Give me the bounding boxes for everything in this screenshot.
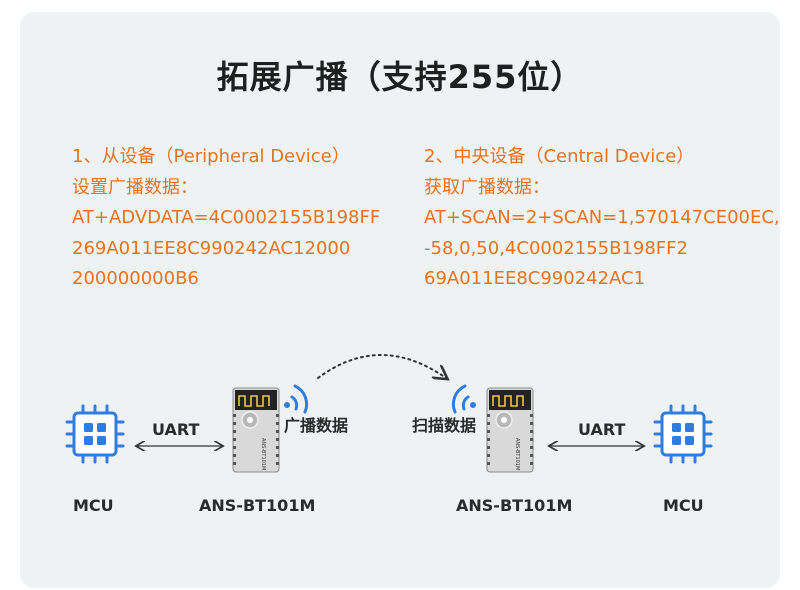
left-mcu-label: MCU <box>73 496 114 515</box>
right-module-label: ANS-BT101M <box>456 496 573 515</box>
left-module-label: ANS-BT101M <box>199 496 316 515</box>
left-uart-label: UART <box>152 420 200 439</box>
right-uart-label: UART <box>578 420 626 439</box>
broadcast-dotted-arrow <box>317 354 446 378</box>
scan-signal-icon <box>451 384 476 414</box>
left-module-print: ANS-BT101M <box>260 438 266 470</box>
peripheral-heading: 1、从设备（Peripheral Device） <box>72 146 350 167</box>
central-command-line: 69A011EE8C990242AC1 <box>424 268 646 289</box>
scan-label: 扫描数据 <box>412 416 477 435</box>
broadcast-label: 广播数据 <box>284 416 349 435</box>
right-mcu-chip-icon <box>653 404 713 464</box>
peripheral-block: 1、从设备（Peripheral Device） 设置广播数据： AT+ADVD… <box>72 142 380 295</box>
peripheral-subheading: 设置广播数据： <box>72 176 198 198</box>
peripheral-command-line: AT+ADVDATA=4C0002155B198FF <box>72 207 381 228</box>
central-heading: 2、中央设备（Central Device） <box>424 146 695 167</box>
central-command-line: AT+SCAN=2+SCAN=1,570147CE00EC, <box>424 207 780 228</box>
central-block: 2、中央设备（Central Device） 获取广播数据： AT+SCAN=2… <box>424 142 780 295</box>
left-mcu-chip-icon <box>65 404 125 464</box>
content-card <box>20 12 780 588</box>
right-module-print: ANS-BT101M <box>514 438 520 470</box>
central-command-line: -58,0,50,4C0002155B198FF2 <box>424 237 688 259</box>
right-mcu-label: MCU <box>663 496 704 515</box>
peripheral-command-line: 200000000B6 <box>72 268 199 289</box>
left-bt-module: ANS-BT101M <box>232 387 280 473</box>
page-title: 拓展广播（支持255位） <box>216 58 584 96</box>
right-bt-module: ANS-BT101M <box>486 387 534 473</box>
central-subheading: 获取广播数据： <box>424 176 550 198</box>
broadcast-signal-icon <box>284 384 309 414</box>
peripheral-command-line: 269A011EE8C990242AC12000 <box>72 237 351 259</box>
